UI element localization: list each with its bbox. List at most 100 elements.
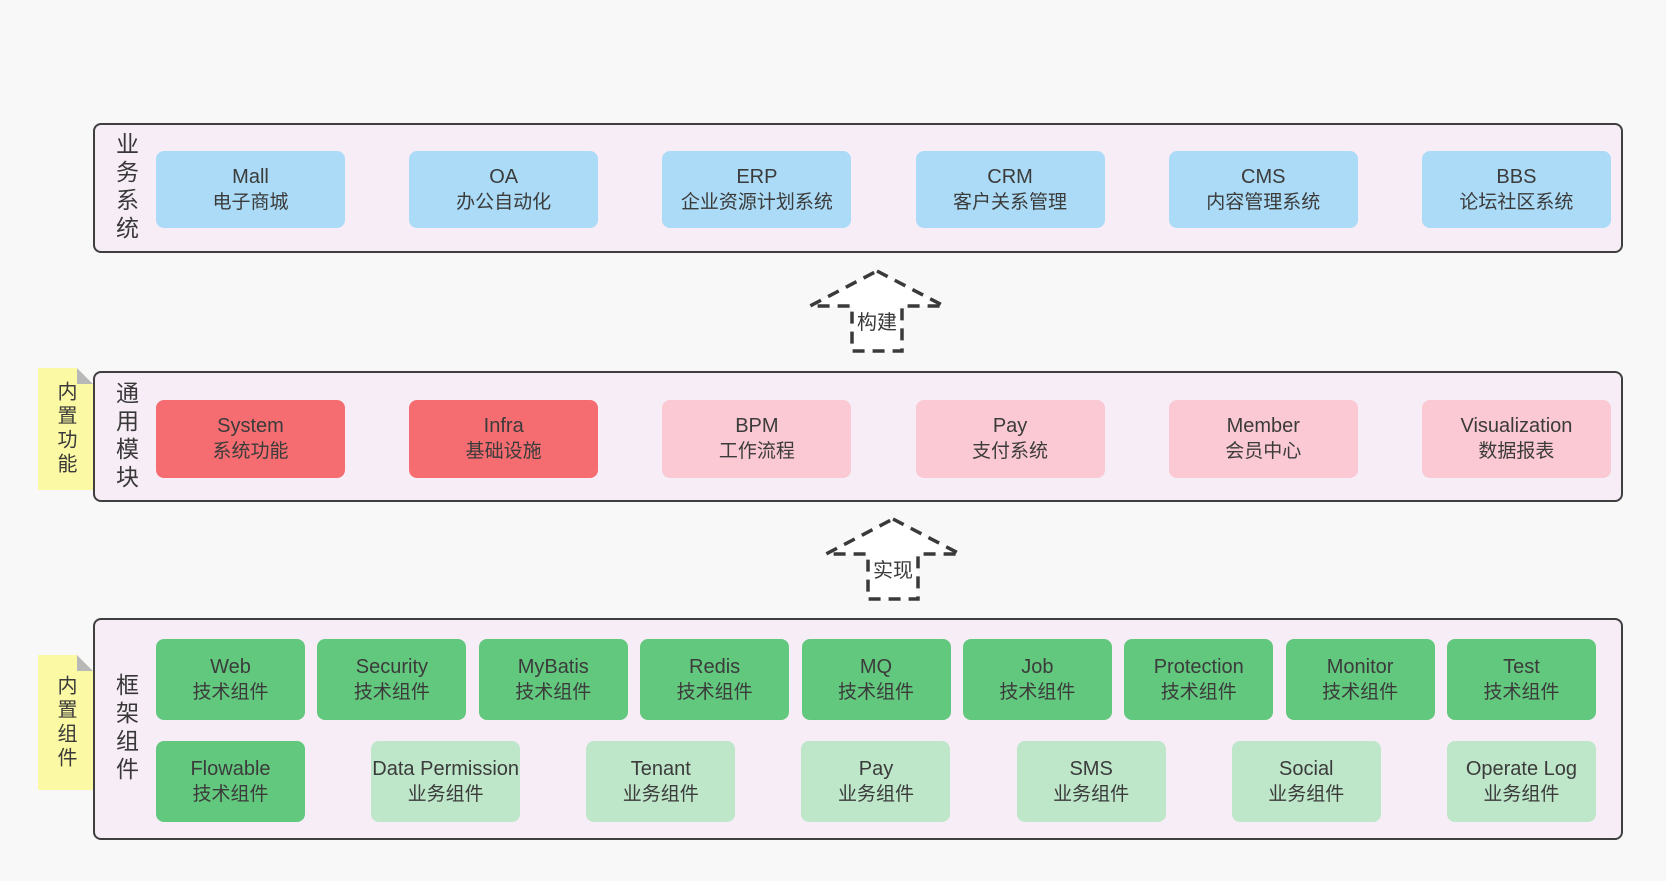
box-title: Social xyxy=(1279,757,1334,780)
box-subtitle: 基础设施 xyxy=(465,441,542,462)
sticky-note-built-in-components: 内置组件 xyxy=(38,655,93,790)
box-title: CRM xyxy=(987,165,1033,188)
box-title: Infra xyxy=(483,415,524,437)
box-subtitle: 系统功能 xyxy=(212,441,289,462)
box-title: Job xyxy=(1021,655,1054,678)
box-crm: CRM 客户关系管理 xyxy=(915,151,1105,228)
box-title: Test xyxy=(1503,655,1540,678)
box-subtitle: 技术组件 xyxy=(192,681,269,703)
box-subtitle: 企业资源计划系统 xyxy=(680,191,833,213)
box-subtitle: 技术组件 xyxy=(353,681,430,703)
box-web: Web 技术组件 xyxy=(156,639,305,720)
box-title: OA xyxy=(489,165,519,188)
box-protection: Protection 技术组件 xyxy=(1124,639,1274,720)
box-title: Security xyxy=(355,655,428,678)
box-subtitle: 会员中心 xyxy=(1225,441,1302,462)
box-subtitle: 技术组件 xyxy=(515,681,592,703)
business-systems-panel: 业务系统 Mall 电子商城 OA 办公自动化 ERP 企业资源计划系统 CRM… xyxy=(93,123,1623,253)
box-erp: ERP 企业资源计划系统 xyxy=(662,151,852,228)
box-title: Mall xyxy=(232,165,269,188)
box-mybatis: MyBatis 技术组件 xyxy=(478,639,628,720)
folded-corner-icon xyxy=(77,655,93,671)
box-tenant: Tenant 业务组件 xyxy=(586,741,736,822)
modules-boxes-row: System 系统功能 Infra 基础设施 BPM 工作流程 Pay 支付系统… xyxy=(156,400,1611,478)
box-security: Security 技术组件 xyxy=(317,639,467,720)
box-mall: Mall 电子商城 xyxy=(156,151,345,228)
implement-arrow: 实现 xyxy=(823,516,963,602)
box-title: BBS xyxy=(1496,165,1537,188)
box-subtitle: 办公自动化 xyxy=(456,191,552,213)
sticky-note-built-in-features: 内置功能 xyxy=(38,368,93,490)
note-text: 内置功能 xyxy=(54,381,76,477)
box-cms: CMS 内容管理系统 xyxy=(1168,151,1358,228)
box-pay-component: Pay 业务组件 xyxy=(801,741,951,822)
box-subtitle: 业务组件 xyxy=(407,783,484,805)
box-title: ERP xyxy=(736,165,778,188)
box-title: Redis xyxy=(689,655,741,678)
box-subtitle: 技术组件 xyxy=(837,681,914,703)
box-oa: OA 办公自动化 xyxy=(409,151,599,228)
box-subtitle: 技术组件 xyxy=(1322,681,1399,703)
box-bbs: BBS 论坛社区系统 xyxy=(1421,151,1611,228)
box-title: System xyxy=(217,415,284,437)
box-infra: Infra 基础设施 xyxy=(409,400,599,478)
folded-corner-icon xyxy=(77,368,93,384)
box-redis: Redis 技术组件 xyxy=(640,639,790,720)
box-subtitle: 业务组件 xyxy=(1053,783,1130,805)
box-subtitle: 技术组件 xyxy=(192,783,269,805)
common-modules-panel: 通用模块 System 系统功能 Infra 基础设施 BPM 工作流程 Pay… xyxy=(93,371,1623,502)
box-title: BPM xyxy=(735,415,779,437)
box-subtitle: 业务组件 xyxy=(1268,783,1345,805)
box-subtitle: 技术组件 xyxy=(1160,681,1237,703)
build-arrow: 构建 xyxy=(807,268,947,354)
framework-components-panel: 框架组件 Web 技术组件 Security 技术组件 MyBatis 技术组件… xyxy=(93,618,1623,840)
box-operate-log: Operate Log 业务组件 xyxy=(1446,741,1596,822)
panel-label-components: 框架组件 xyxy=(112,673,139,785)
box-title: Pay xyxy=(992,415,1028,437)
box-title: CMS xyxy=(1241,165,1286,188)
box-title: Tenant xyxy=(630,757,691,780)
box-title: Member xyxy=(1226,415,1300,437)
box-title: Pay xyxy=(858,757,894,780)
box-member: Member 会员中心 xyxy=(1168,400,1358,478)
box-flowable: Flowable 技术组件 xyxy=(156,741,305,822)
box-subtitle: 技术组件 xyxy=(676,681,753,703)
box-subtitle: 技术组件 xyxy=(1483,681,1560,703)
box-subtitle: 业务组件 xyxy=(622,783,699,805)
box-sms: SMS 业务组件 xyxy=(1016,741,1166,822)
box-title: Operate Log xyxy=(1465,757,1578,780)
box-visualization: Visualization 数据报表 xyxy=(1421,400,1611,478)
components-grid: Web 技术组件 Security 技术组件 MyBatis 技术组件 Redi… xyxy=(156,639,1596,822)
box-subtitle: 数据报表 xyxy=(1478,441,1555,462)
box-title: Flowable xyxy=(190,757,271,780)
box-subtitle: 业务组件 xyxy=(1483,783,1560,805)
box-monitor: Monitor 技术组件 xyxy=(1285,639,1435,720)
panel-label-modules: 通用模块 xyxy=(112,380,139,493)
box-social: Social 业务组件 xyxy=(1231,741,1381,822)
box-subtitle: 支付系统 xyxy=(972,441,1049,462)
box-pay: Pay 支付系统 xyxy=(915,400,1105,478)
box-job: Job 技术组件 xyxy=(962,639,1112,720)
box-subtitle: 业务组件 xyxy=(837,783,914,805)
box-title: SMS xyxy=(1069,757,1113,780)
box-title: Visualization xyxy=(1460,415,1573,437)
business-boxes-row: Mall 电子商城 OA 办公自动化 ERP 企业资源计划系统 CRM 客户关系… xyxy=(156,151,1611,228)
box-test: Test 技术组件 xyxy=(1447,639,1596,720)
box-system: System 系统功能 xyxy=(156,400,345,478)
box-subtitle: 电子商城 xyxy=(212,191,289,213)
box-title: MyBatis xyxy=(517,655,589,678)
arrow-label: 构建 xyxy=(854,311,900,335)
arrow-label: 实现 xyxy=(870,559,916,583)
box-subtitle: 技术组件 xyxy=(999,681,1076,703)
box-title: Data Permission xyxy=(372,757,520,780)
box-title: MQ xyxy=(859,655,893,678)
box-title: Protection xyxy=(1153,655,1244,678)
box-subtitle: 工作流程 xyxy=(718,441,795,462)
box-subtitle: 论坛社区系统 xyxy=(1459,191,1574,213)
box-title: Web xyxy=(210,655,251,678)
box-bpm: BPM 工作流程 xyxy=(662,400,852,478)
note-text: 内置组件 xyxy=(54,674,76,771)
box-subtitle: 客户关系管理 xyxy=(953,191,1068,213)
box-mq: MQ 技术组件 xyxy=(801,639,951,720)
